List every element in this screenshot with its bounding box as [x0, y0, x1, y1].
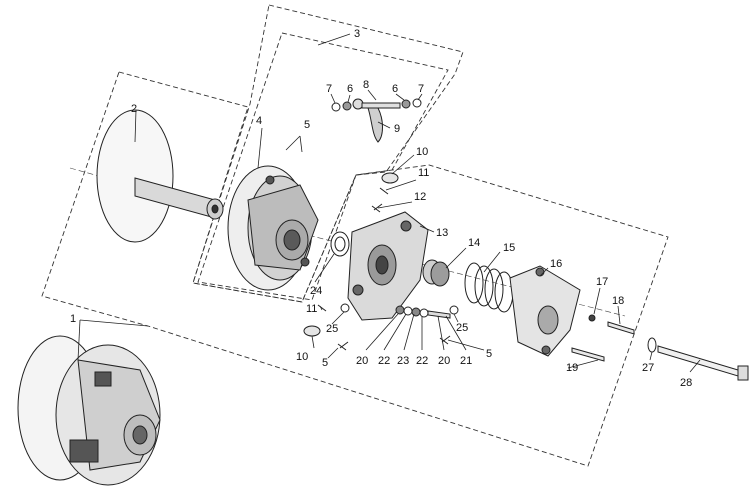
clip-part-11-bottom: [317, 304, 327, 312]
pin-part-10-bottom: [303, 325, 321, 337]
callout-11-top: 11: [418, 167, 429, 179]
spider-part-13: [347, 211, 429, 321]
washer-part-24-inner: [334, 236, 346, 252]
callout-4: 4: [256, 115, 262, 127]
callout-10-bottom: 10: [296, 351, 308, 363]
leader-lines: [77, 33, 701, 373]
movable-sheave-part-4: [227, 165, 319, 291]
callout-25-left: 25: [326, 323, 338, 335]
bushing-part-14: [422, 259, 450, 287]
callout-2: 2: [131, 103, 137, 115]
callout-18: 18: [612, 295, 624, 307]
callout-20-right: 20: [438, 355, 450, 367]
screw-part-5-right: [439, 335, 451, 345]
fixed-sheave-part-2: [96, 109, 224, 243]
callout-11-bottom: 11: [306, 303, 317, 315]
callout-7-right: 7: [418, 83, 424, 95]
group-outline-main: [41, 71, 669, 467]
callout-12: 12: [414, 191, 426, 203]
pin-part-18: [607, 321, 635, 335]
callout-19: 19: [566, 362, 578, 374]
clutch-assembly-part-1: [17, 335, 161, 486]
callout-8: 8: [363, 79, 369, 91]
callout-5-right: 5: [486, 348, 492, 360]
screw-part-5-left: [337, 341, 349, 351]
callout-13: 13: [436, 227, 448, 239]
bolt-part-28: [657, 345, 739, 377]
callout-15: 15: [503, 242, 515, 254]
group-outline-4: [197, 32, 449, 301]
pin-set-top-parts-10-12: [371, 172, 399, 213]
weight-assembly-parts-6-9: [331, 98, 422, 143]
nut-part-25-left: [340, 303, 350, 313]
callout-27: 27: [642, 362, 654, 374]
pin-part-19: [571, 347, 605, 362]
callout-21: 21: [460, 355, 472, 367]
callout-28: 28: [680, 377, 692, 389]
callout-5-left: 5: [322, 357, 328, 369]
callout-7-left: 7: [326, 83, 332, 95]
callout-14: 14: [468, 237, 480, 249]
group-outline-3: [192, 4, 464, 303]
callout-24: 24: [310, 285, 322, 297]
callout-3: 3: [354, 28, 360, 40]
roller-stack-parts-20-23: [395, 305, 459, 319]
callout-9: 9: [394, 123, 400, 135]
washer-part-27: [647, 337, 657, 353]
callout-22-left: 22: [378, 355, 390, 367]
cover-part-16: [509, 265, 581, 357]
callout-23: 23: [397, 355, 409, 367]
callout-25-right: 25: [456, 322, 468, 334]
callout-16: 16: [550, 258, 562, 270]
ring-part-17: [588, 314, 596, 322]
callout-5-top: 5: [304, 119, 310, 131]
spring-part-15: [464, 262, 514, 313]
callout-6-right: 6: [392, 83, 398, 95]
callout-1: 1: [70, 313, 76, 325]
bolt-head-part-28: [737, 365, 749, 381]
callout-22-right: 22: [416, 355, 428, 367]
callout-6-left: 6: [347, 83, 353, 95]
callout-10-top: 10: [416, 146, 428, 158]
callout-17: 17: [596, 276, 608, 288]
callout-20-left: 20: [356, 355, 368, 367]
